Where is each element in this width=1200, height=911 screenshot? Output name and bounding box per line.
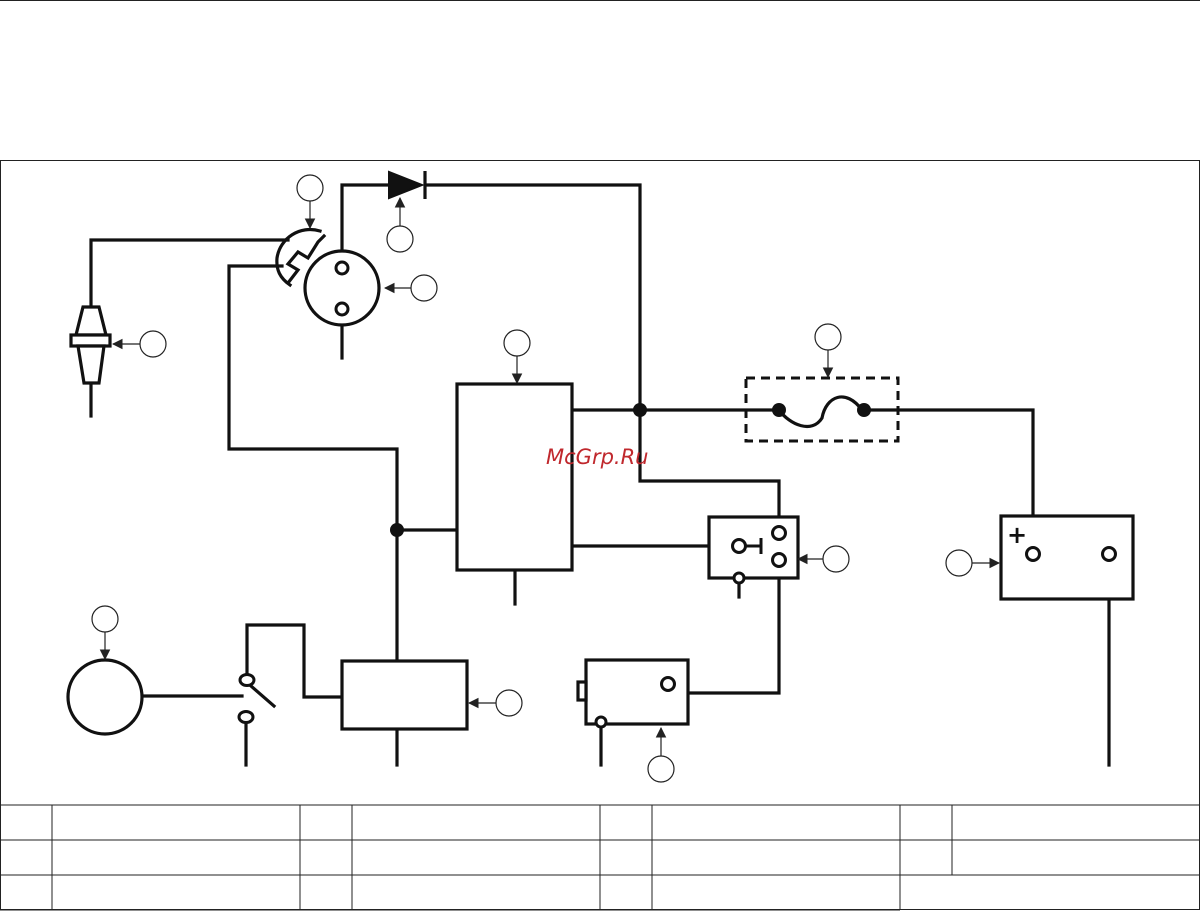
- callout-fuse: [814, 323, 842, 379]
- watermark-text: McGrp.Ru: [546, 445, 648, 469]
- callout-gauge: [91, 605, 119, 661]
- legend-table: [0, 804, 1200, 911]
- gauge-symbol: [66, 658, 144, 736]
- switch-symbol: [237, 673, 256, 724]
- callout-spark-plug: [111, 330, 167, 358]
- distributor-symbol: [303, 249, 381, 327]
- callout-sensor: [647, 726, 675, 783]
- spark-plug-symbol: [69, 305, 112, 385]
- callout-relay: [796, 545, 850, 573]
- battery-symbol: +: [999, 514, 1135, 601]
- junction-dot: [390, 523, 404, 537]
- control-unit-box: [455, 382, 574, 572]
- sensor-symbol: [576, 658, 690, 729]
- battery-plus-label: +: [1007, 521, 1027, 549]
- diode-symbol: [388, 170, 427, 200]
- callout-ignition-coil: [296, 174, 324, 230]
- fuse-symbol: [744, 376, 900, 443]
- callout-module: [467, 689, 523, 717]
- ignition-coil-symbol: [275, 228, 327, 288]
- relay-symbol: [707, 515, 800, 585]
- callout-battery: [945, 549, 1001, 577]
- callout-distributor: [383, 274, 438, 302]
- callout-control-unit: [503, 329, 531, 385]
- callout-diode: [386, 196, 414, 253]
- module-box: [340, 659, 469, 731]
- junction-dot: [633, 403, 647, 417]
